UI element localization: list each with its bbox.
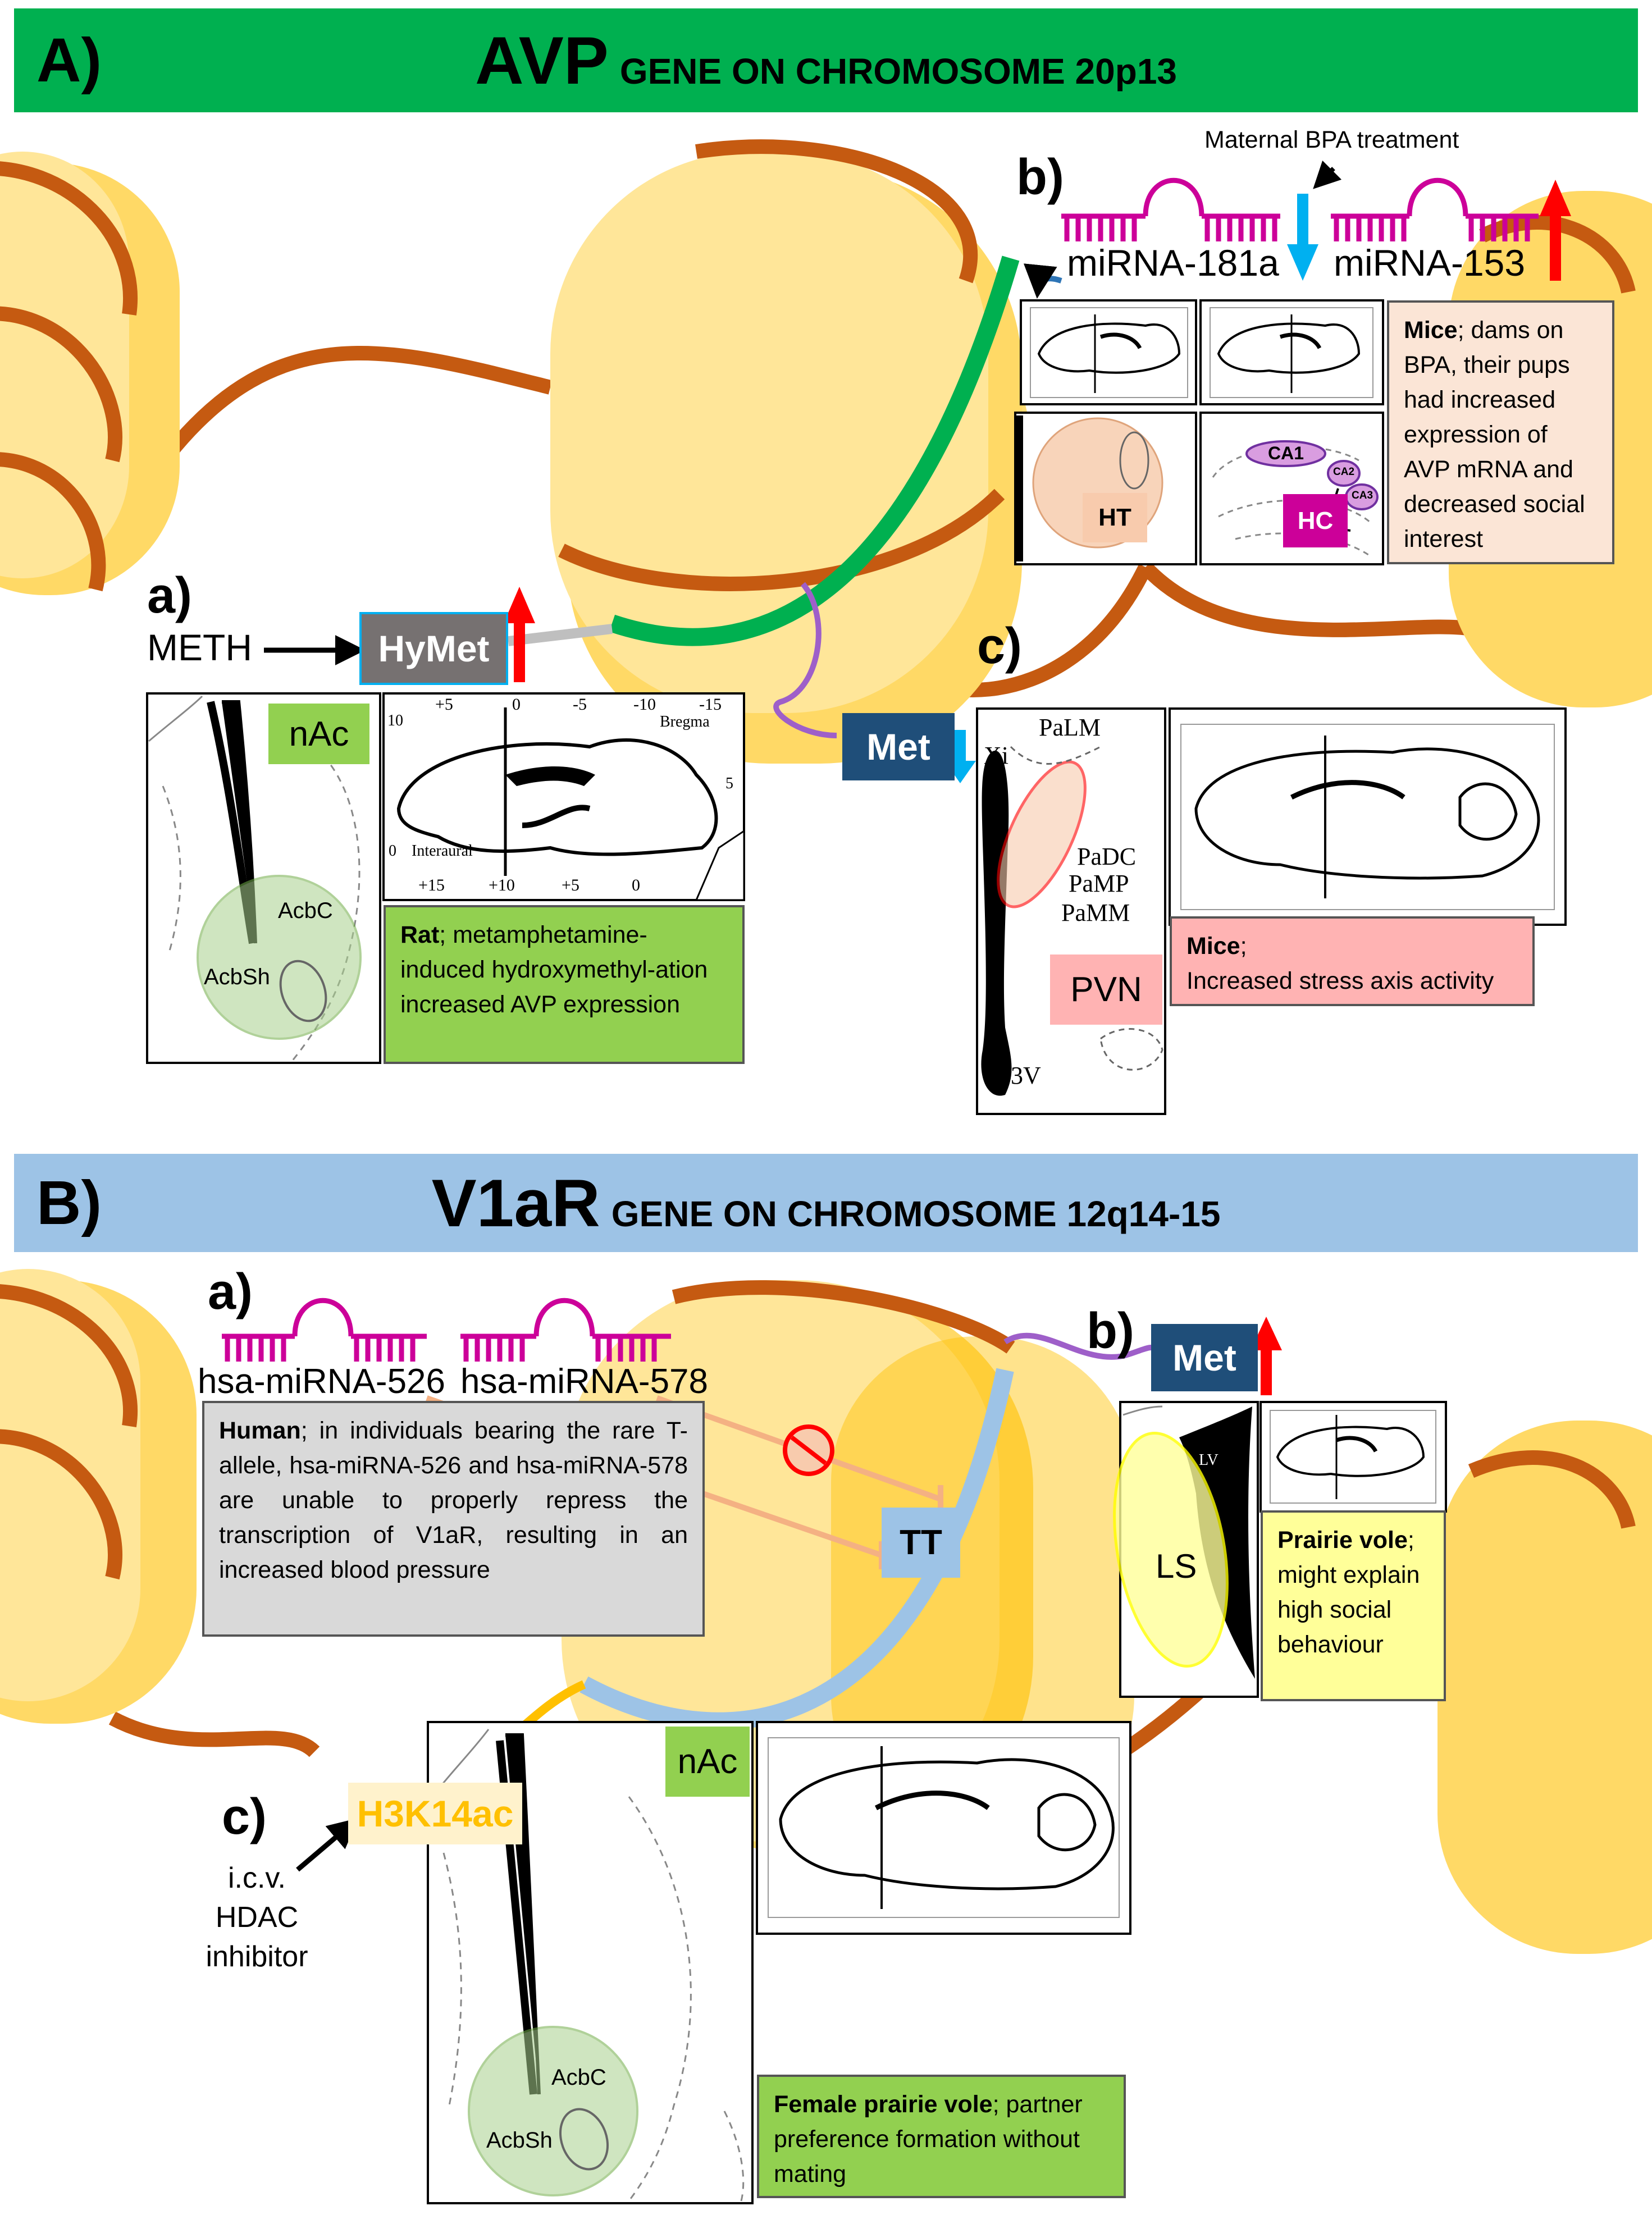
note-text: ; partner preference formation without m… (774, 2091, 1083, 2187)
note-prairie-vole-ls: Prairie vole; might explain high social … (1261, 1510, 1446, 1701)
step-c-label-a: c) (977, 618, 1023, 674)
mirna-153-label: miRNA-153 (1334, 242, 1526, 284)
ls-region-label: LS (1156, 1547, 1197, 1585)
pamm-label: PaMM (1061, 899, 1130, 926)
meth-label: METH (147, 627, 252, 668)
met-mark-a: Met (842, 713, 955, 780)
sagittal-atlas-c (1169, 707, 1567, 926)
tick-label: +5 (435, 695, 453, 714)
tick-label: 0 (389, 842, 396, 860)
nucleosome-a-center (550, 139, 1033, 764)
note-species: Prairie vole (1277, 1527, 1408, 1554)
note-species: Female prairie vole (774, 2091, 993, 2118)
pvn-coronal-atlas (976, 707, 1166, 1115)
nac-coronal-atlas-a (146, 692, 381, 1064)
tick-label: -10 (633, 695, 656, 714)
step-a-label-b: a) (208, 1264, 253, 1320)
gene-name-avp: AVP (474, 22, 609, 98)
bregma-label: Bregma (660, 713, 710, 730)
hsa-mirna-526-label: hsa-miRNA-526 (198, 1362, 446, 1401)
note-text: ; in individuals bearing the rare T-alle… (219, 1417, 688, 1583)
tt-genotype-label: TT (882, 1508, 960, 1578)
step-a-label-a: a) (147, 568, 193, 624)
hsa-mirna-526-glyph (222, 1298, 427, 1362)
hsa-mirna-578-glyph (460, 1298, 671, 1362)
note-text: ; might explain high social behaviour (1277, 1527, 1420, 1658)
tick-label: 5 (725, 775, 733, 792)
mirna-153-glyph (1331, 177, 1539, 241)
palm-label: PaLM (1039, 714, 1101, 741)
tick-label: -5 (573, 695, 587, 714)
lv-label: LV (1199, 1451, 1219, 1469)
note-mice-bpa: Mice; dams on BPA, their pups had increa… (1387, 300, 1614, 564)
hdac-inhibitor-label: i.c.v. HDAC inhibitor (206, 1862, 308, 1973)
note-female-prairie-vole: Female prairie vole; partner preference … (757, 2075, 1126, 2198)
step-b-label-b: b) (1087, 1303, 1134, 1359)
note-text: ; dams on BPA, their pups had increased … (1404, 317, 1585, 552)
ca1-label: CA1 (1268, 443, 1304, 463)
note-species: Human (219, 1417, 301, 1444)
nac-region-label: nAc (268, 704, 369, 764)
note-mice-stress: Mice;Increased stress axis activity (1170, 916, 1535, 1006)
note-species: Mice (1186, 933, 1240, 960)
note-text: ; metamphetamine-induced hydroxymethyl-a… (400, 921, 708, 1018)
note-human-v1ar: Human; in individuals bearing the rare T… (202, 1401, 705, 1637)
ht-region-label: HT (1083, 493, 1147, 542)
tick-label: 0 (512, 695, 521, 714)
padc-label: PaDC (1077, 843, 1137, 870)
maternal-bpa-label: Maternal BPA treatment (1204, 126, 1459, 153)
tick-label: +5 (562, 876, 579, 894)
pamp-label: PaMP (1069, 870, 1129, 897)
sagittal-atlas-b1 (1020, 299, 1197, 405)
3v-label: 3V (1011, 1062, 1041, 1089)
section-b-banner: B) V1aR GENE ON CHROMOSOME 12q14-15 (14, 1154, 1638, 1252)
tick-label: -15 (699, 695, 722, 714)
ca2-label: CA2 (1333, 466, 1355, 478)
hymet-mark: HyMet (359, 612, 508, 685)
gene-location-avp: GENE ON CHROMOSOME 20p13 (619, 51, 1178, 92)
note-text: Increased stress axis activity (1186, 967, 1494, 994)
tick-label: 10 (387, 712, 403, 729)
note-rat-meth: Rat; metamphetamine-induced hydroxymethy… (384, 905, 745, 1064)
tick-label: +10 (489, 876, 515, 894)
nac-region-label-b: nAc (665, 1727, 750, 1797)
note-species: Rat (400, 921, 440, 948)
hc-region-label: HC (1283, 494, 1348, 547)
mirna-181a-glyph (1061, 177, 1280, 241)
acbsh-label: AcbSh (204, 965, 270, 989)
interaural-label: Interaural (412, 842, 473, 860)
gene-location-v1ar: GENE ON CHROMOSOME 12q14-15 (611, 1193, 1221, 1234)
section-b-label: B) (36, 1168, 102, 1237)
acbc-label: AcbC (278, 898, 333, 923)
nucleosome-b-left (0, 1269, 197, 1724)
sagittal-atlas-b2 (1199, 299, 1384, 405)
tick-label: +15 (418, 876, 445, 894)
xi-label: Xi (984, 742, 1008, 769)
step-c-label-b: c) (222, 1789, 267, 1845)
h3k14ac-mark: H3K14ac (348, 1783, 522, 1844)
mirna-181a-label: miRNA-181a (1067, 242, 1279, 284)
acbsh-label-b: AcbSh (486, 2128, 553, 2153)
tick-label: 0 (632, 876, 640, 894)
nucleosome-a-left (0, 152, 180, 595)
sagittal-atlas-a (382, 692, 745, 901)
ls-coronal-atlas (1113, 1401, 1259, 1698)
ca3-label: CA3 (1352, 490, 1373, 501)
section-a-label: A) (36, 26, 102, 95)
no-entry-icon (783, 1424, 834, 1476)
sagittal-atlas-b4 (756, 1721, 1131, 1935)
step-b-label-a: b) (1016, 149, 1064, 205)
gene-name-v1ar: V1aR (431, 1165, 600, 1241)
note-species: Mice (1404, 317, 1458, 344)
met-mark-b: Met (1151, 1324, 1258, 1391)
pvn-region-label: PVN (1050, 954, 1162, 1025)
section-b-title: V1aR GENE ON CHROMOSOME 12q14-15 (14, 1164, 1638, 1242)
acbc-label-b: AcbC (551, 2065, 606, 2090)
hsa-mirna-578-label: hsa-miRNA-578 (460, 1362, 709, 1401)
nucleosome-b-right (1437, 1421, 1652, 1954)
sagittal-atlas-b3 (1259, 1401, 1447, 1513)
